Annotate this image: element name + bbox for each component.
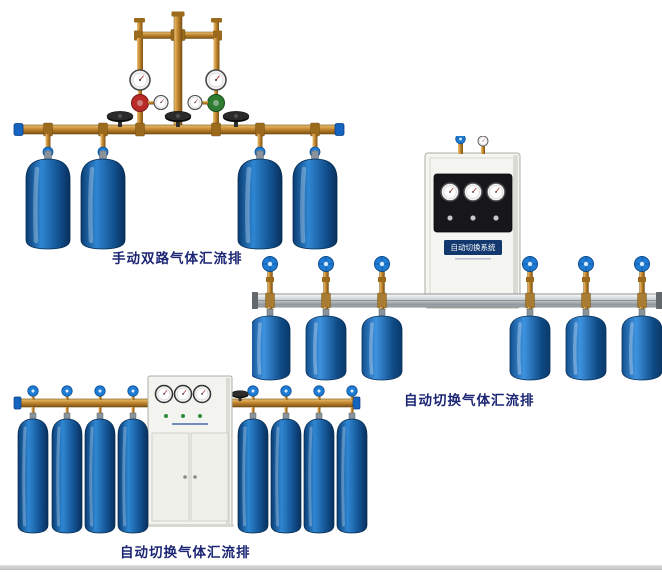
pressure-gauge-icon <box>129 69 151 91</box>
gas-cylinder <box>252 307 292 382</box>
panel-knob <box>447 215 453 221</box>
gas-cylinder <box>620 307 662 382</box>
riser-valve <box>634 256 650 296</box>
footer-divider <box>0 565 662 570</box>
riser-valve <box>374 256 390 296</box>
header-piping <box>134 11 222 127</box>
valve-handle-icon <box>522 256 538 272</box>
valve-handle-icon <box>61 385 73 397</box>
door-knob <box>183 475 187 479</box>
valve-handle-icon <box>313 385 325 397</box>
valve-handle-icon <box>262 256 278 272</box>
riser-valve <box>522 256 538 296</box>
indicator-light <box>181 414 185 418</box>
pressure-gauge-icon <box>486 182 506 202</box>
valve-handle-icon <box>634 256 650 272</box>
gas-cylinder <box>26 151 70 249</box>
auto-switch-manifold-caption: 自动切换气体汇流排 <box>404 393 535 408</box>
valve-handle-icon <box>247 385 259 397</box>
riser-valve <box>262 256 278 296</box>
pressure-gauge-icon <box>440 182 460 202</box>
gas-cylinder <box>116 411 150 535</box>
valve-handle-icon <box>280 385 292 397</box>
pressure-gauge-icon <box>173 384 193 404</box>
gas-cylinder <box>360 307 404 382</box>
riser-valve <box>578 256 594 296</box>
gas-cylinder <box>304 307 348 382</box>
pressure-gauge-icon <box>192 384 212 404</box>
valve-handle-icon <box>374 256 390 272</box>
line-valve-handwheel <box>106 110 134 128</box>
valve-handle-icon <box>346 385 358 397</box>
pressure-gauge-icon <box>463 182 483 202</box>
pressure-gauge-icon <box>477 136 489 147</box>
panel-knob <box>470 215 476 221</box>
door-knob <box>193 475 197 479</box>
valve-handle-icon <box>318 256 334 272</box>
gas-cylinder <box>83 411 117 535</box>
valve-handle-icon <box>94 385 106 397</box>
cabinet-top-piping <box>455 136 489 154</box>
bar-end-cap <box>656 292 662 309</box>
gas-cylinder <box>508 307 552 382</box>
bar-end-cap <box>252 292 258 309</box>
cabinet-door-left <box>151 432 190 522</box>
valve-handle-icon <box>127 385 139 397</box>
gas-cylinder <box>50 411 84 535</box>
manual-dual-manifold-illustration <box>13 11 345 250</box>
pipe-end-cap <box>13 396 22 410</box>
manual-dual-manifold-caption: 手动双路气体汇流排 <box>112 251 243 266</box>
riser-valve <box>318 256 334 296</box>
pipe-end-cap <box>352 396 361 410</box>
auto-switch-manifold-illustration: 自动切换系统 <box>252 136 662 382</box>
auto-switch-floor-caption: 自动切换气体汇流排 <box>120 545 251 560</box>
indicator-light <box>198 414 202 418</box>
center-riser-pipe <box>173 15 183 127</box>
pressure-gauge-icon <box>153 94 169 111</box>
indicator-light <box>164 414 168 418</box>
manual-dual-manifold-figure: 手动双路气体汇流排 <box>8 6 348 266</box>
auto-switch-manifold-figure: 自动切换系统 <box>252 136 662 408</box>
panel-knob <box>493 215 499 221</box>
valve-handle-icon <box>455 136 466 145</box>
gas-cylinder <box>302 411 336 535</box>
pressure-gauge-icon <box>187 94 203 111</box>
auto-switch-floor-figure: 自动切换气体汇流排 <box>12 373 370 560</box>
valve-handle-icon <box>578 256 594 272</box>
gas-cylinder <box>335 411 369 535</box>
pipe-end-cap <box>334 123 345 136</box>
manifold-bar <box>252 292 662 309</box>
gas-cylinder <box>81 151 125 249</box>
pressure-regulator-left <box>129 69 169 126</box>
line-valve-handwheel <box>164 110 192 128</box>
pressure-gauge-icon <box>205 69 227 91</box>
gas-cylinder <box>236 411 270 535</box>
control-cabinet: 自动切换系统 <box>424 152 521 309</box>
auto-switch-floor-illustration <box>13 375 369 535</box>
cabinet-label: 自动切换系统 <box>451 242 496 252</box>
gas-cylinder <box>16 411 50 535</box>
line-valve-handwheel <box>222 110 250 128</box>
cabinet-label-plate <box>444 240 502 255</box>
gas-cylinder <box>564 307 608 382</box>
cabinet-door-right <box>190 432 229 522</box>
gas-cylinder <box>269 411 303 535</box>
pressure-gauge-icon <box>154 384 174 404</box>
pipe-end-cap <box>13 123 24 136</box>
pressure-regulator-right <box>187 69 227 126</box>
valve-handle-icon <box>27 385 39 397</box>
control-cabinet <box>146 375 234 527</box>
